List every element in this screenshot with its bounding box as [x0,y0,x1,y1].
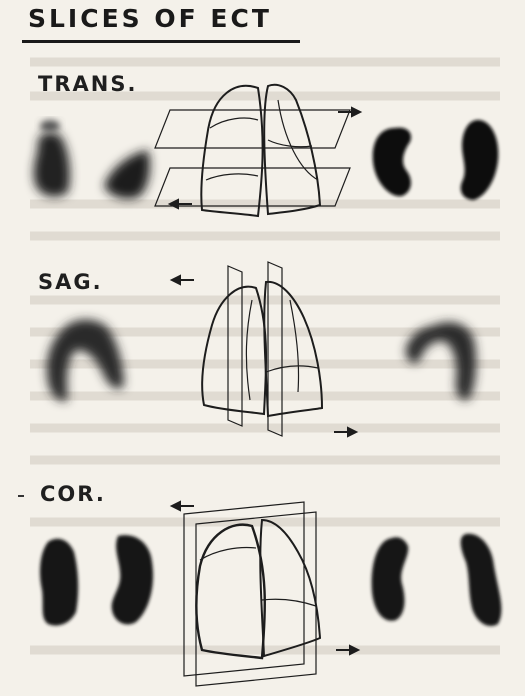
sag-lung-diagram [172,262,356,436]
cor-right-scan [372,534,502,626]
section-label-cor: COR. [40,482,106,506]
trans-left-scan [34,120,150,199]
section-label-trans: TRANS. [38,72,137,96]
cor-left-scan [40,535,153,625]
section-label-sag: SAG. [38,270,103,294]
figure-title: SLICES OF ECT [28,4,272,33]
trans-right-scan [373,120,499,200]
title-underline [22,40,300,43]
trans-lung-diagram [155,85,360,216]
cor-lung-diagram [172,502,358,686]
